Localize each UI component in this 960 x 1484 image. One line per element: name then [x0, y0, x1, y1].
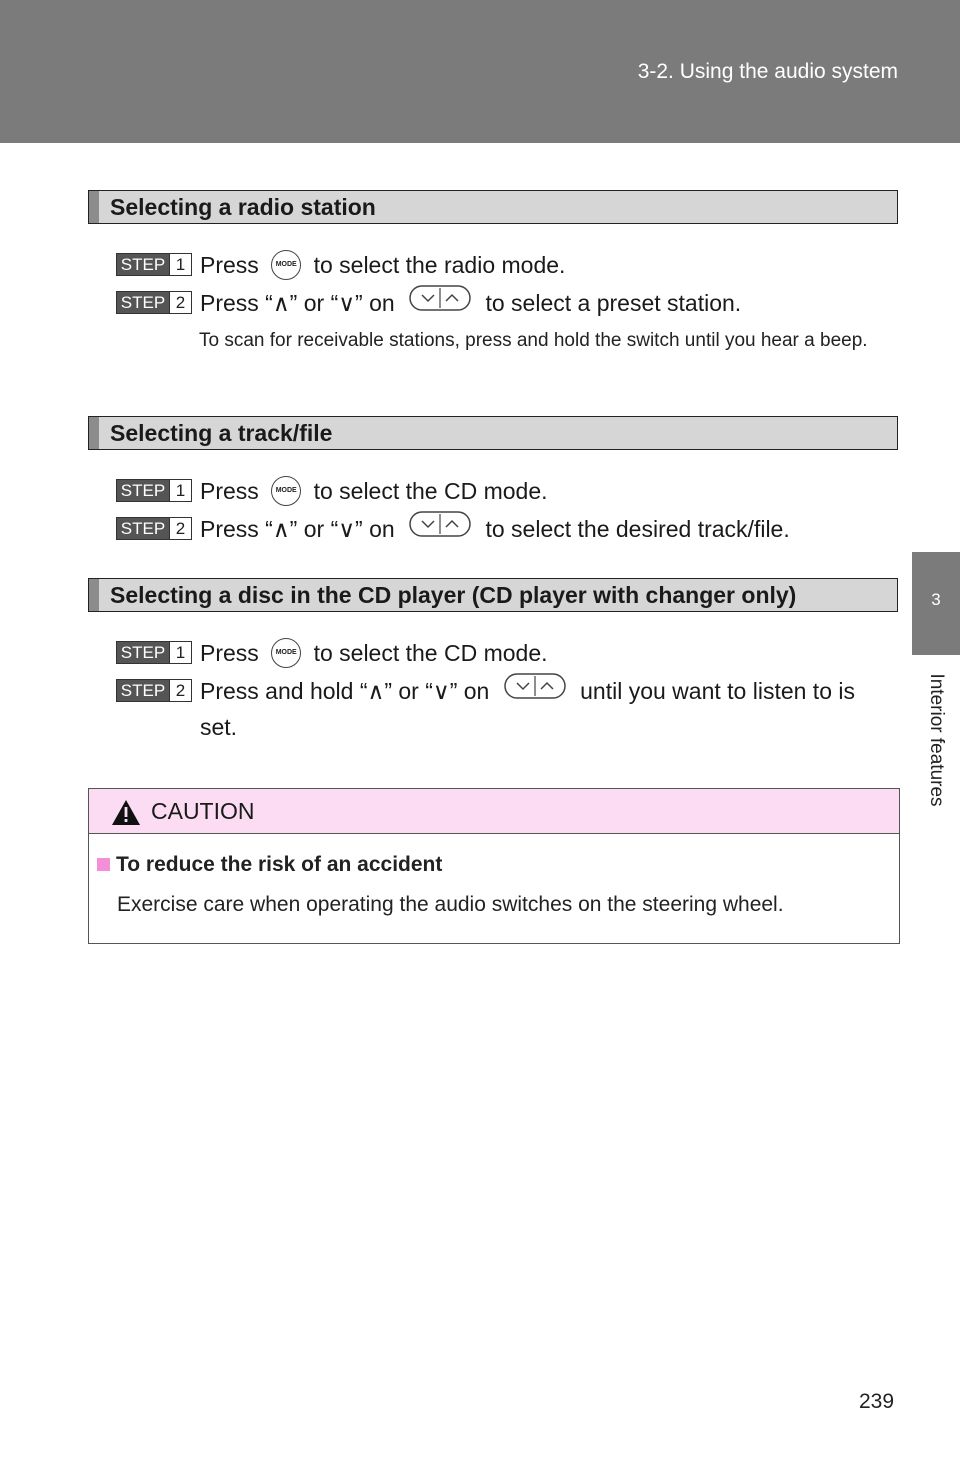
warning-triangle-icon — [111, 799, 141, 831]
seek-rocker-switch-icon — [503, 673, 566, 708]
step-text-after: to select the radio mode. — [313, 252, 566, 278]
caution-header: CAUTION — [89, 789, 899, 834]
step-badge: STEP 2 — [116, 291, 192, 314]
step-text-after: to select the CD mode. — [313, 640, 548, 666]
step-text-before: Press — [200, 478, 259, 504]
step-text: Press MODE to select the CD mode. — [200, 474, 898, 508]
step-badge: STEP 2 — [116, 517, 192, 540]
step-badge: STEP 1 — [116, 641, 192, 664]
mode-button-icon: MODE — [271, 637, 302, 668]
step-text-before: Press “∧” or “∨” on — [200, 290, 395, 316]
section-note: To scan for receivable stations, press a… — [199, 330, 868, 351]
step-row: STEP 1 Press MODE to select the radio mo… — [116, 248, 898, 282]
header-title: 3-2. Using the audio system — [637, 60, 898, 83]
step-label: STEP — [120, 255, 166, 274]
step-row: STEP 1 Press MODE to select the CD mode. — [116, 474, 898, 508]
step-number: 1 — [169, 642, 191, 663]
step-row: STEP 1 Press MODE to select the CD mode. — [116, 636, 898, 670]
page-number: 239 — [859, 1390, 895, 1413]
step-badge: STEP 1 — [116, 253, 192, 276]
step-text-after: to select the desired track/file. — [485, 516, 790, 542]
step-text: Press MODE to select the radio mode. — [200, 248, 898, 282]
chapter-tab: 3 — [912, 552, 960, 655]
step-text-after: until you want to listen to is set. — [200, 678, 855, 741]
step-row: STEP 2 Press and hold “∧” or “∨” on unti… — [116, 673, 898, 744]
step-text: Press and hold “∧” or “∨” on until you w… — [200, 673, 898, 744]
page-header: 3-2. Using the audio system — [0, 0, 960, 143]
mode-button-icon: MODE — [271, 475, 302, 506]
section-heading-radio-station: Selecting a radio station — [88, 190, 898, 224]
chapter-label: Interior features — [926, 673, 947, 807]
step-label: STEP — [120, 481, 166, 500]
step-text: Press “∧” or “∨” on to select a preset s… — [200, 285, 898, 322]
seek-rocker-switch-icon — [409, 285, 471, 320]
square-bullet-icon — [97, 858, 110, 871]
step-number: 1 — [169, 254, 191, 275]
step-number: 1 — [169, 480, 191, 501]
step-label: STEP — [120, 643, 166, 662]
chapter-number: 3 — [931, 590, 941, 609]
step-text-before: Press “∧” or “∨” on — [200, 516, 395, 542]
step-text-before: Press — [200, 640, 259, 666]
caution-subtitle-text: To reduce the risk of an accident — [116, 853, 443, 876]
step-label: STEP — [120, 519, 166, 538]
step-badge: STEP 1 — [116, 479, 192, 502]
caution-subtitle: To reduce the risk of an accident — [97, 853, 442, 877]
mode-button-icon: MODE — [271, 249, 302, 280]
caution-text: Exercise care when operating the audio s… — [117, 893, 784, 916]
step-label: STEP — [120, 681, 166, 700]
section-heading-text: Selecting a radio station — [110, 194, 376, 220]
step-text-before: Press — [200, 252, 259, 278]
section-heading-text: Selecting a disc in the CD player (CD pl… — [110, 582, 797, 608]
step-badge: STEP 2 — [116, 679, 192, 702]
step-row: STEP 2 Press “∧” or “∨” on to select the… — [116, 511, 898, 548]
step-number: 2 — [169, 680, 191, 701]
section-heading-track-file: Selecting a track/file — [88, 416, 898, 450]
seek-rocker-switch-icon — [409, 511, 471, 546]
step-text-before: Press and hold “∧” or “∨” on — [200, 678, 490, 704]
section-heading-text: Selecting a track/file — [110, 420, 333, 446]
caution-title: CAUTION — [151, 798, 255, 824]
step-text-after: to select a preset station. — [485, 290, 742, 316]
step-label: STEP — [120, 293, 166, 312]
section-heading-disc-cd-player: Selecting a disc in the CD player (CD pl… — [88, 578, 898, 612]
step-number: 2 — [169, 518, 191, 539]
step-row: STEP 2 Press “∧” or “∨” on to select a p… — [116, 285, 898, 322]
caution-box: CAUTION To reduce the risk of an acciden… — [88, 788, 900, 944]
step-text: Press MODE to select the CD mode. — [200, 636, 898, 670]
step-text: Press “∧” or “∨” on to select the desire… — [200, 511, 898, 548]
step-text-after: to select the CD mode. — [313, 478, 548, 504]
step-number: 2 — [169, 292, 191, 313]
